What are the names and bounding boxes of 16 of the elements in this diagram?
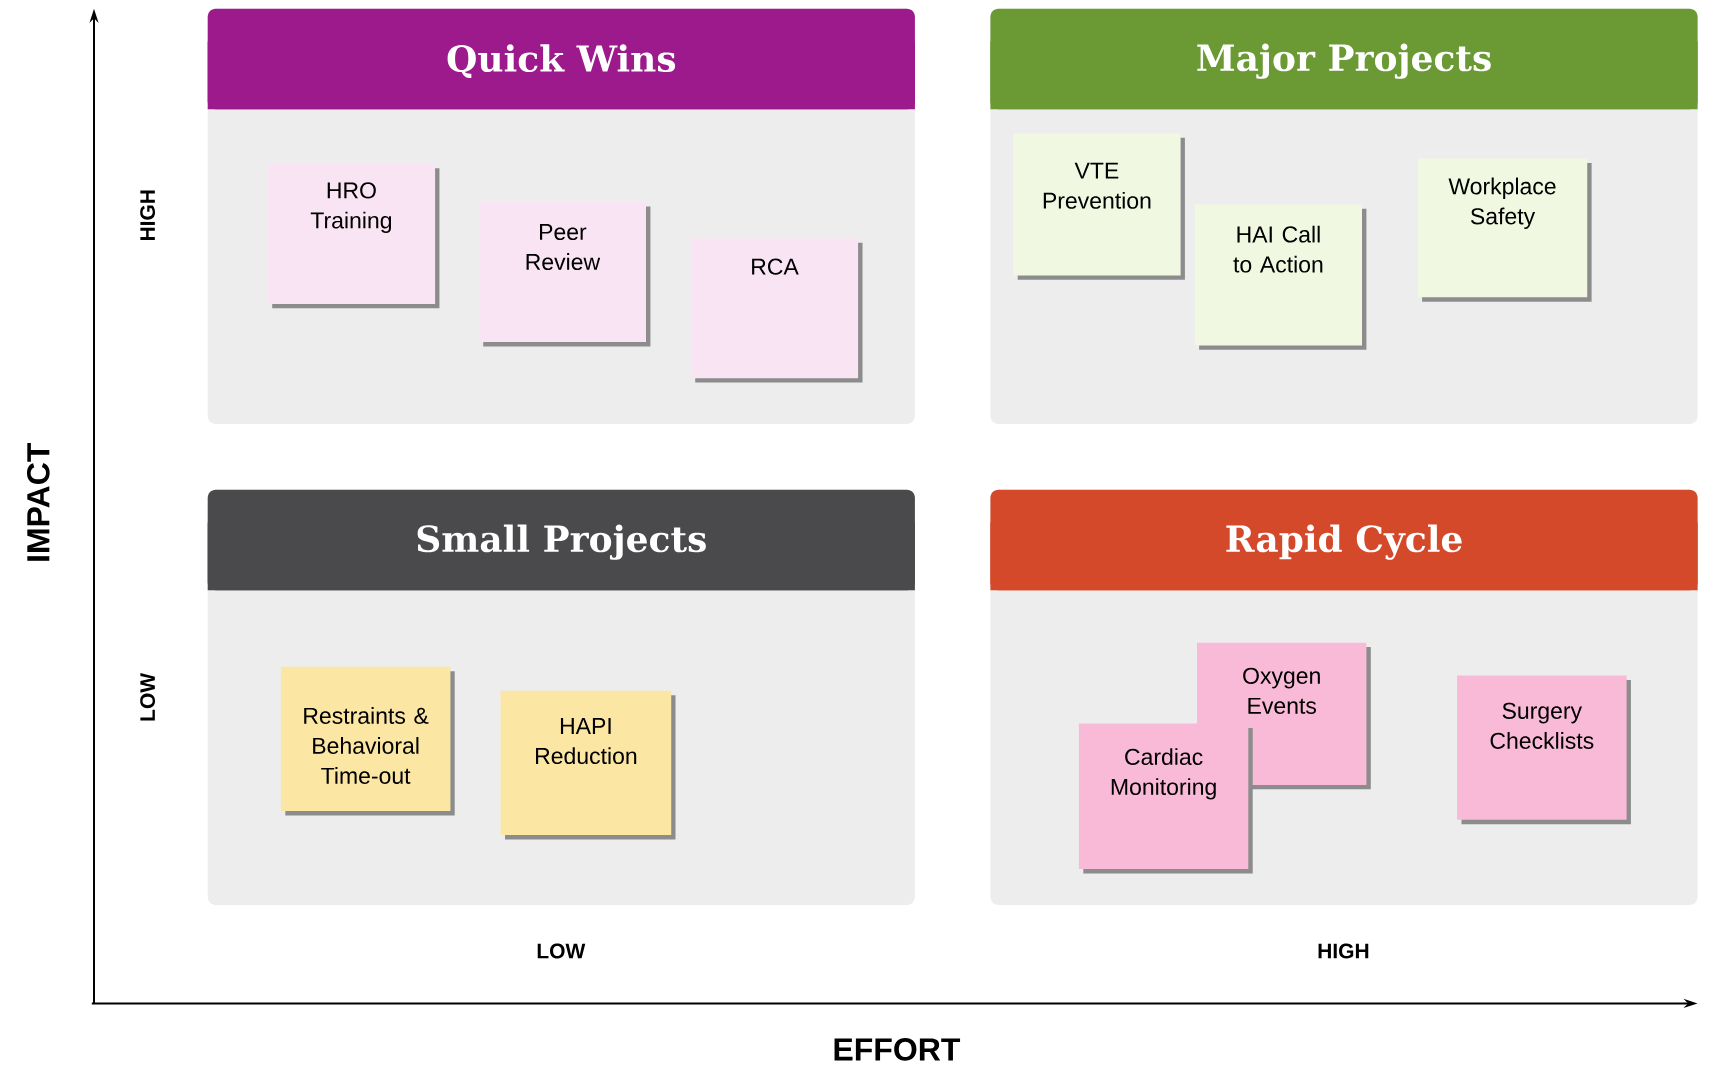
sticky-note: Workplace Safety [1417, 158, 1592, 302]
axis-level-label: LOW [140, 672, 156, 721]
sticky-note: RCA [690, 238, 863, 383]
axis-title: IMPACT [27, 443, 50, 561]
sticky-note: Surgery Checklists [1457, 675, 1631, 825]
sticky-note: Peer Review [478, 202, 651, 347]
axis-level-label: HIGH [1318, 943, 1369, 959]
sticky-note: Cardiac Monitoring [1078, 723, 1253, 874]
axis-title: EFFORT [834, 1038, 961, 1061]
sticky-note: HRO Training [267, 164, 440, 309]
sticky-note: HAI Call to Action [1194, 204, 1367, 350]
sticky-note: Restraints & Behavioral Time-out [280, 666, 455, 816]
axis-level-label: HIGH [140, 190, 156, 241]
axis-level-label: LOW [537, 943, 586, 959]
sticky-note: HAPI Reduction [500, 690, 676, 840]
sticky-note: VTE Prevention [1013, 133, 1185, 280]
